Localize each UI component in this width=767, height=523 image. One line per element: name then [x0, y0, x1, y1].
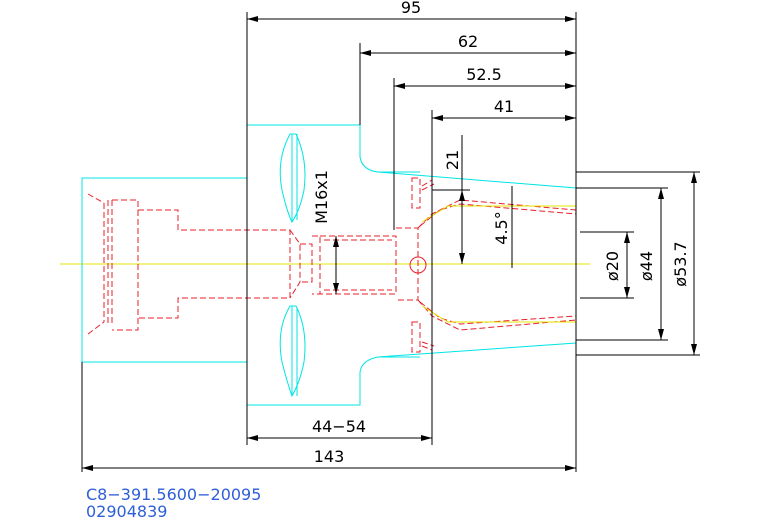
dim-range-44-54: 44−54 [312, 417, 366, 436]
dim-angle-4-5: 4.5° [492, 211, 511, 244]
shank-bore [103, 200, 113, 326]
dim-length-41: 41 [494, 97, 514, 116]
thread-bore [320, 235, 397, 295]
tool-holder-outline [81, 124, 577, 406]
dim-thread-m16x1: M16x1 [312, 170, 331, 224]
order-code: 02904839 [86, 502, 168, 521]
arrowheads [82, 16, 697, 471]
dim-depth-21: 21 [443, 150, 462, 170]
dimension-lines [81, 12, 700, 472]
shank-outline [81, 177, 247, 363]
flange-outline [246, 124, 577, 406]
dim-length-52-5: 52.5 [466, 65, 502, 84]
dim-total-143: 143 [314, 447, 345, 466]
hidden-lines [87, 177, 577, 353]
collet-taper-accent [421, 205, 576, 323]
cross-hole-icon [409, 256, 427, 274]
collet-pocket [396, 227, 419, 301]
part-number: C8−391.5600−20095 [86, 485, 262, 504]
drive-slot-top [279, 133, 306, 223]
dim-dia-53-7: ø53.7 [671, 241, 690, 286]
dim-overall-95: 95 [401, 0, 421, 17]
dim-dia-44: ø44 [637, 251, 656, 281]
drawbar-neck [289, 229, 301, 299]
dim-dia-20: ø20 [603, 251, 622, 281]
drive-slot-bottom [279, 305, 306, 398]
dim-length-62: 62 [458, 32, 478, 51]
